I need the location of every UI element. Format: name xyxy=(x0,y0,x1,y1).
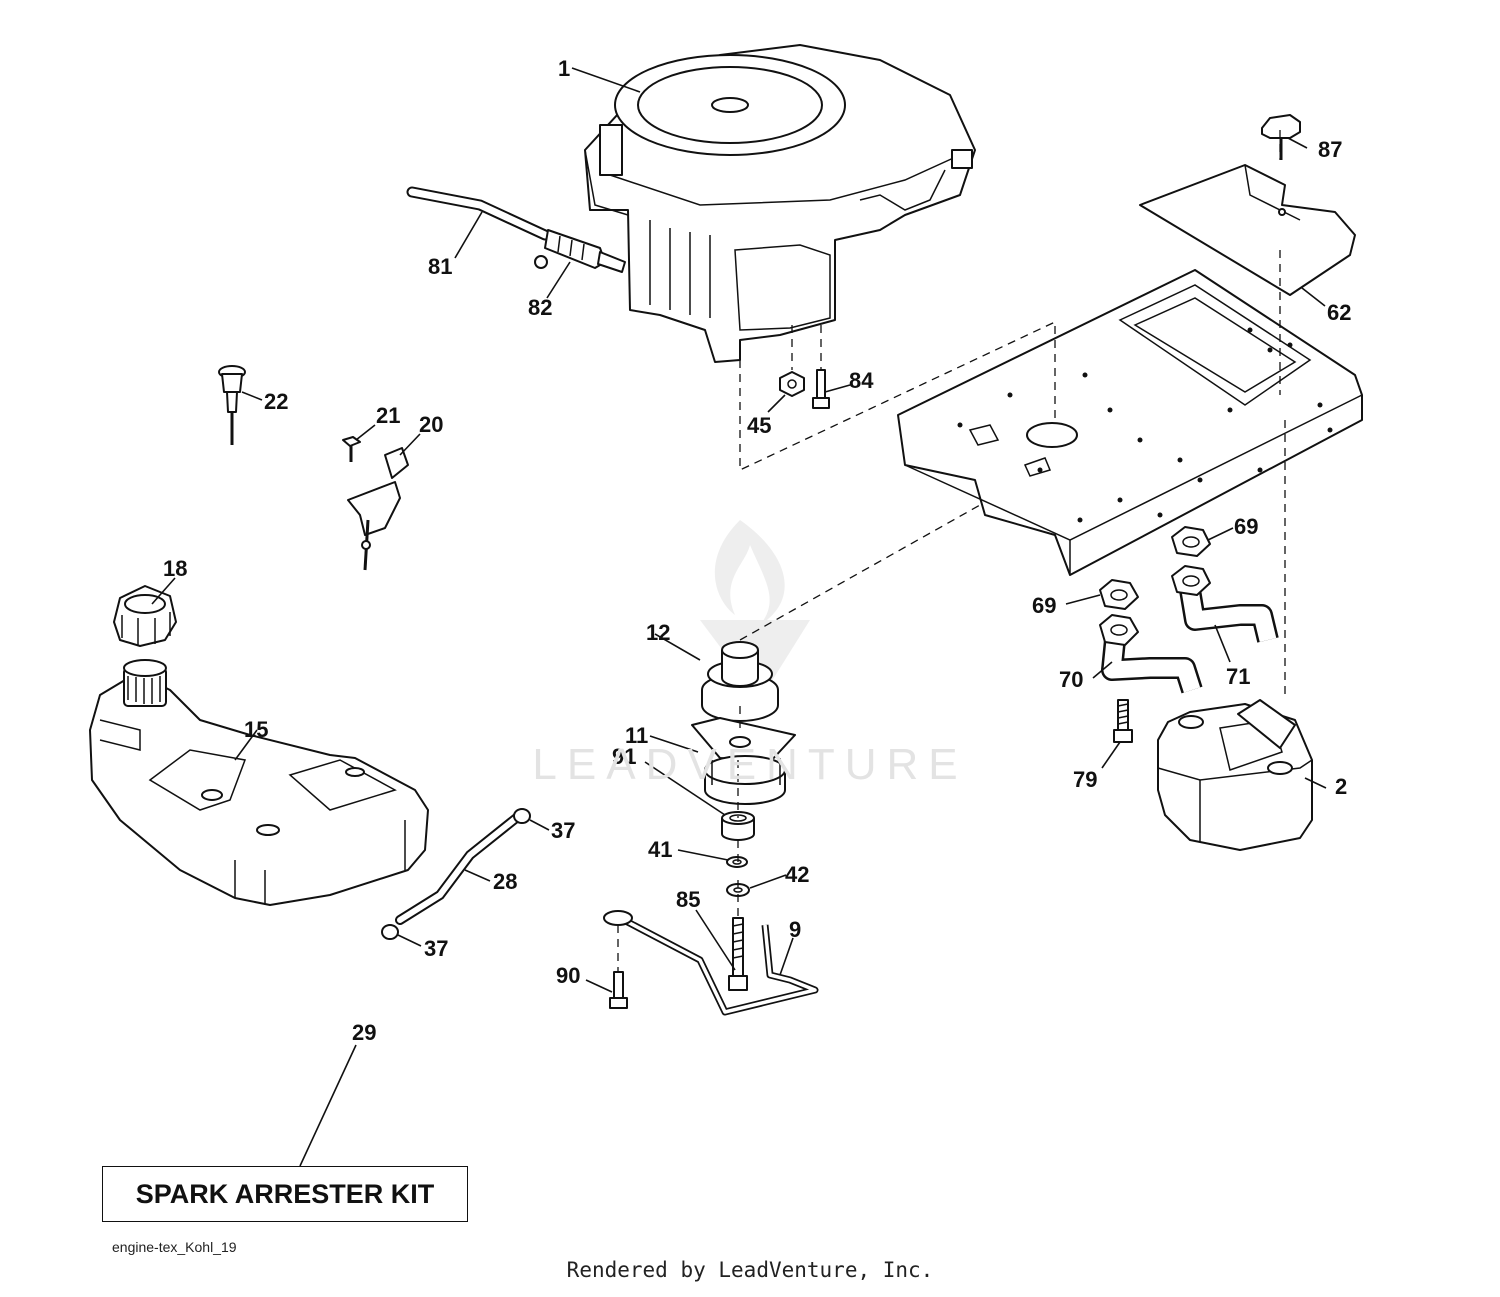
callout-90: 90 xyxy=(556,963,580,988)
callout-9: 9 xyxy=(789,917,801,942)
callout-29: 29 xyxy=(352,1020,376,1045)
callout-87: 87 xyxy=(1318,137,1342,162)
callout-37-upper: 37 xyxy=(551,818,575,843)
hose-clamp-37-lower[interactable] xyxy=(381,924,399,940)
callout-81: 81 xyxy=(428,254,452,279)
callout-69-left: 69 xyxy=(1032,593,1056,618)
callout-41: 41 xyxy=(648,837,672,862)
callout-20: 20 xyxy=(419,412,443,437)
exhaust-pipe-70[interactable] xyxy=(1099,614,1203,694)
callout-70: 70 xyxy=(1059,667,1083,692)
callout-labels: 1 87 62 81 82 84 45 22 21 20 18 15 12 11… xyxy=(163,56,1351,1045)
callout-11: 11 xyxy=(625,723,648,748)
washer-41[interactable] xyxy=(726,856,748,868)
callout-28: 28 xyxy=(493,869,517,894)
control-20[interactable] xyxy=(347,447,409,571)
callout-42: 42 xyxy=(785,862,809,887)
callout-21: 21 xyxy=(376,403,400,428)
callout-22: 22 xyxy=(264,389,288,414)
gasket-69-right[interactable] xyxy=(1171,526,1211,557)
callout-69-right: 69 xyxy=(1234,514,1258,539)
bolt-85[interactable] xyxy=(728,917,748,991)
callout-45: 45 xyxy=(747,413,771,438)
exhaust-pipe-71[interactable] xyxy=(1171,565,1279,643)
clutch-11[interactable] xyxy=(691,717,796,805)
fuel-tank-15[interactable] xyxy=(89,659,429,906)
fuel-line-81[interactable] xyxy=(406,186,551,241)
callout-15: 15 xyxy=(244,717,268,742)
callout-85: 85 xyxy=(676,887,700,912)
knob-87[interactable] xyxy=(1261,114,1301,160)
callout-37-lower: 37 xyxy=(424,936,448,961)
nut-45[interactable] xyxy=(779,371,805,397)
callout-91: 91 xyxy=(612,744,636,769)
spark-arrester-kit-label[interactable]: SPARK ARRESTER KIT xyxy=(102,1166,468,1222)
alignment-lines xyxy=(617,130,1286,972)
watermark-text: LEADVENTURE xyxy=(532,740,968,789)
leader-lines xyxy=(151,67,1327,1167)
engine-mount-frame[interactable] xyxy=(897,269,1363,576)
gasket-69-left[interactable] xyxy=(1099,579,1139,610)
kit-label-text: SPARK ARRESTER KIT xyxy=(135,1178,435,1209)
bracket-9[interactable] xyxy=(603,910,819,1016)
callout-1: 1 xyxy=(558,56,570,81)
footer-credit: Rendered by LeadVenture, Inc. xyxy=(566,1258,934,1282)
fuel-fitting-82[interactable] xyxy=(534,229,626,273)
muffler-2[interactable] xyxy=(1157,699,1313,851)
callout-84: 84 xyxy=(849,368,874,393)
callout-62: 62 xyxy=(1327,300,1351,325)
pulley-12[interactable] xyxy=(701,641,779,722)
fuel-hose-28[interactable] xyxy=(395,810,525,925)
engine[interactable] xyxy=(584,44,976,363)
diagram-code: engine-tex_Kohl_19 xyxy=(112,1239,237,1255)
bolt-79[interactable] xyxy=(1113,699,1133,743)
callout-79: 79 xyxy=(1073,767,1097,792)
callout-71: 71 xyxy=(1226,664,1250,689)
callout-12: 12 xyxy=(646,620,670,645)
screw-21[interactable] xyxy=(342,436,361,462)
bolt-84[interactable] xyxy=(812,369,830,409)
knob-22[interactable] xyxy=(218,365,246,445)
callout-82: 82 xyxy=(528,295,552,320)
callout-18: 18 xyxy=(163,556,187,581)
callout-2: 2 xyxy=(1335,774,1347,799)
washer-42[interactable] xyxy=(726,883,750,897)
bolt-90[interactable] xyxy=(609,971,628,1009)
fuel-cap-18[interactable] xyxy=(113,585,177,647)
hose-clamp-37-upper[interactable] xyxy=(513,808,531,824)
heat-shield-62[interactable] xyxy=(1139,164,1356,296)
